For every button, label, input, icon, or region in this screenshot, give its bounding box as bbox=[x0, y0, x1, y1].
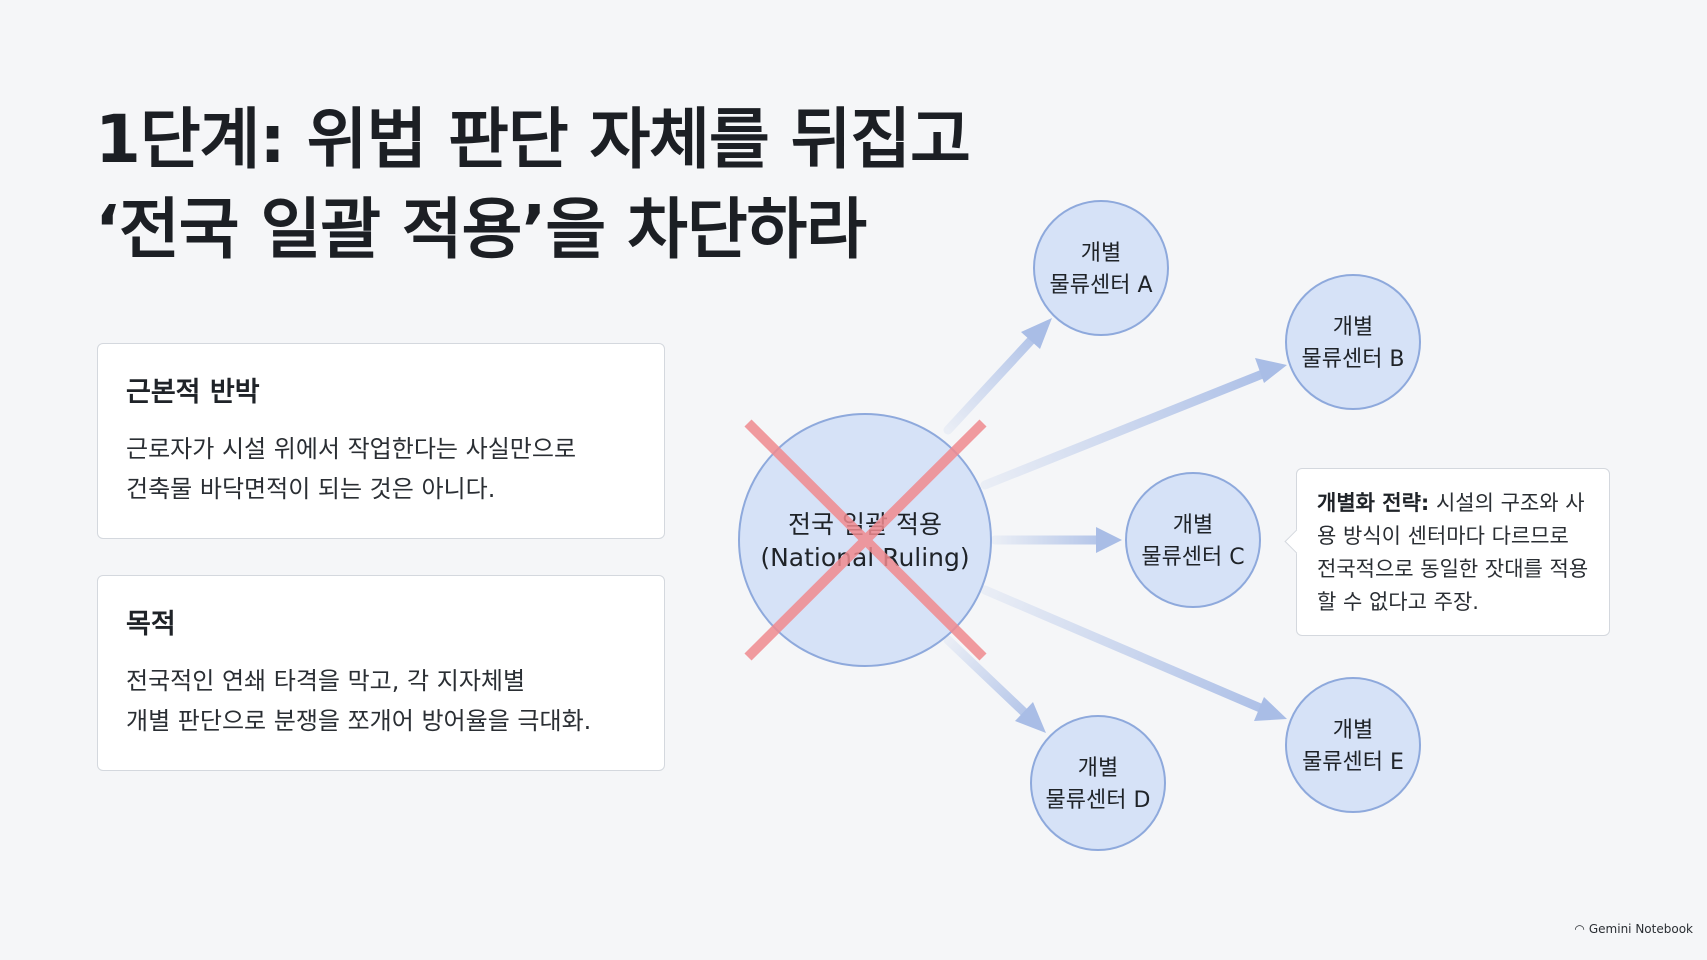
rebuttal-text: 근로자가 시설 위에서 작업한다는 사실만으로 건축물 바닥면적이 되는 것은 … bbox=[126, 429, 636, 509]
node-e-line-1: 개별 bbox=[1333, 718, 1373, 743]
node-a-line-1: 개별 bbox=[1081, 241, 1121, 266]
purpose-heading: 목적 bbox=[126, 609, 176, 640]
node-c-line-1: 개별 bbox=[1173, 513, 1213, 538]
center-node-label-2: (National Ruling) bbox=[760, 543, 969, 572]
rebuttal-card: 근본적 반박 근로자가 시설 위에서 작업한다는 사실만으로 건축물 바닥면적이… bbox=[97, 343, 665, 539]
brand-mark: ◠ Gemini Notebook bbox=[1574, 922, 1693, 936]
rebuttal-line-2: 건축물 바닥면적이 되는 것은 아니다. bbox=[126, 475, 496, 503]
purpose-card: 목적 전국적인 연쇄 타격을 막고, 각 지자체별 개별 판단으로 분쟁을 쪼개… bbox=[97, 575, 665, 771]
strategy-callout: 개별화 전략: 시설의 구조와 사용 방식이 센터마다 다르므로 전국적으로 동… bbox=[1284, 468, 1610, 636]
title-line-2: ‘전국 일괄 적용’을 차단하라 bbox=[95, 191, 867, 268]
cross-mark-icon bbox=[744, 419, 987, 661]
page-title: 1단계: 위법 판단 자체를 뒤집고 ‘전국 일괄 적용’을 차단하라 bbox=[95, 95, 995, 275]
node-center-e: 개별 물류센터 E bbox=[1285, 677, 1421, 813]
node-center-b: 개별 물류센터 B bbox=[1285, 274, 1421, 410]
rebuttal-line-1: 근로자가 시설 위에서 작업한다는 사실만으로 bbox=[126, 435, 577, 463]
node-b-line-1: 개별 bbox=[1333, 315, 1373, 340]
node-center-c: 개별 물류센터 C bbox=[1125, 472, 1261, 608]
node-center-d: 개별 물류센터 D bbox=[1030, 715, 1166, 851]
purpose-line-1: 전국적인 연쇄 타격을 막고, 각 지자체별 bbox=[126, 667, 526, 695]
node-b-line-2: 물류센터 B bbox=[1301, 347, 1404, 372]
purpose-text: 전국적인 연쇄 타격을 막고, 각 지자체별 개별 판단으로 분쟁을 쪼개어 방… bbox=[126, 661, 636, 741]
rebuttal-heading: 근본적 반박 bbox=[126, 377, 260, 408]
arrow-to-center-b bbox=[980, 358, 1287, 490]
node-d-line-1: 개별 bbox=[1078, 756, 1118, 781]
arrow-to-center-e bbox=[980, 585, 1287, 721]
node-c-line-2: 물류센터 C bbox=[1141, 545, 1244, 570]
arrow-to-center-c bbox=[990, 527, 1122, 553]
purpose-line-2: 개별 판단으로 분쟁을 쪼개어 방어율을 극대화. bbox=[126, 707, 592, 735]
gemini-notebook-icon: ◠ bbox=[1574, 922, 1585, 936]
callout-bold-label: 개별화 전략: bbox=[1317, 491, 1430, 515]
node-e-line-2: 물류센터 E bbox=[1302, 750, 1404, 775]
arrow-to-center-d bbox=[943, 635, 1046, 733]
title-line-1: 1단계: 위법 판단 자체를 뒤집고 bbox=[95, 101, 971, 178]
node-a-line-2: 물류센터 A bbox=[1049, 273, 1152, 298]
arrow-to-center-a bbox=[943, 318, 1052, 435]
node-d-line-2: 물류센터 D bbox=[1046, 788, 1151, 813]
node-center-a: 개별 물류센터 A bbox=[1033, 200, 1169, 336]
callout-text: 시설의 구조와 사용 방식이 센터마다 다르므로 전국적으로 동일한 잣대를 적… bbox=[1317, 491, 1589, 614]
brand-label: Gemini Notebook bbox=[1588, 922, 1693, 936]
